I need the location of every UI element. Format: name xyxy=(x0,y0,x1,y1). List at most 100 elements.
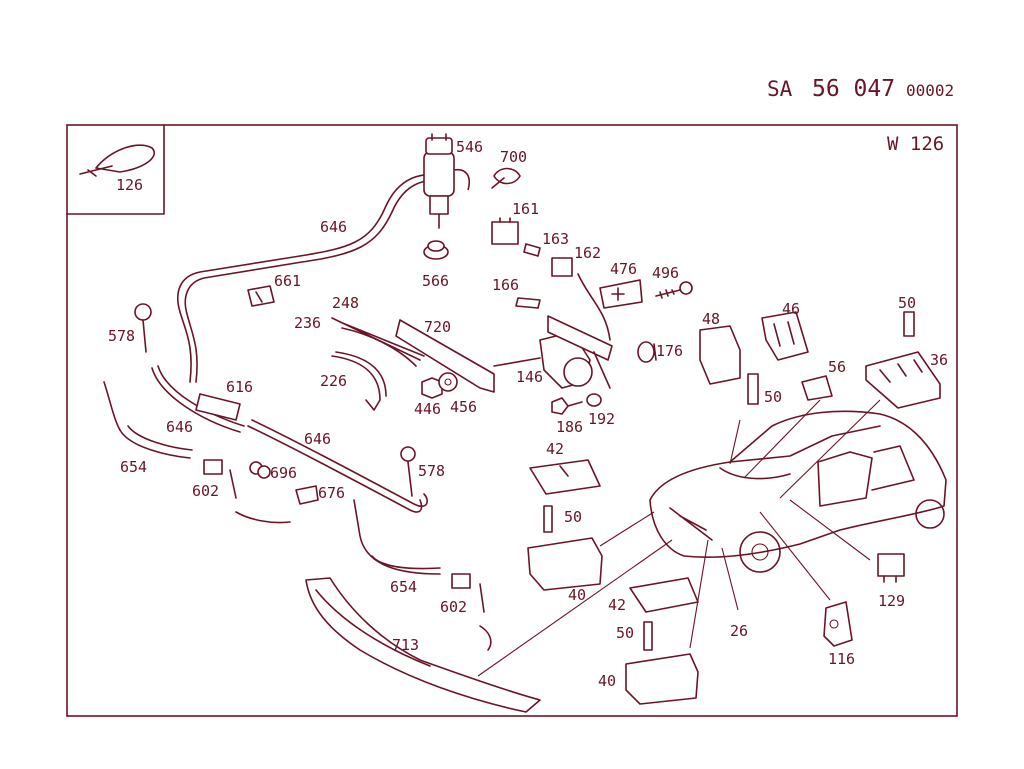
socket-162 xyxy=(551,257,611,341)
part-label-p162: 162 xyxy=(574,244,601,262)
header-prefix: SA xyxy=(767,77,793,101)
part-label-p192: 192 xyxy=(588,410,615,428)
part-label-p646b: 646 xyxy=(166,418,193,436)
clip-166 xyxy=(515,297,541,309)
hose-646 xyxy=(151,173,453,513)
part-label-p616: 616 xyxy=(226,378,253,396)
bracket-46 xyxy=(761,311,809,361)
clip-700 xyxy=(491,167,521,189)
sheet-header: SA 56 047 00002 xyxy=(767,76,954,102)
part-label-p50b: 50 xyxy=(764,388,782,406)
connector-661 xyxy=(247,285,275,307)
part-label-p46: 46 xyxy=(782,300,800,318)
bulb-163 xyxy=(523,243,541,257)
part-label-p116: 116 xyxy=(828,650,855,668)
part-label-p476: 476 xyxy=(610,260,637,278)
wiper-motor-146 xyxy=(493,315,613,389)
pump-546 xyxy=(423,133,470,229)
header-sheet: 00002 xyxy=(906,81,954,100)
tank-40-upper xyxy=(527,537,603,591)
part-label-p42a: 42 xyxy=(546,440,564,458)
screw-496 xyxy=(655,281,693,299)
hose-654-right xyxy=(353,499,441,575)
duct-713 xyxy=(305,577,541,713)
part-label-p661: 661 xyxy=(274,272,301,290)
bolt-186 xyxy=(551,397,583,415)
part-label-p602a: 602 xyxy=(192,482,219,500)
part-label-p248: 248 xyxy=(332,294,359,312)
part-label-p720: 720 xyxy=(424,318,451,336)
connector-602-right xyxy=(451,573,492,651)
header-number: 56 047 xyxy=(812,76,895,102)
switch-50-lower xyxy=(543,505,553,533)
grommet-566 xyxy=(423,240,449,260)
part-label-p578b: 578 xyxy=(418,462,445,480)
part-label-p176: 176 xyxy=(656,342,683,360)
relay-129 xyxy=(877,553,905,583)
part-label-p696: 696 xyxy=(270,464,297,482)
part-label-p50a: 50 xyxy=(898,294,916,312)
bracket-42-lower xyxy=(629,577,699,613)
part-label-p566: 566 xyxy=(422,272,449,290)
part-label-p456: 456 xyxy=(450,398,477,416)
nozzle-578-right xyxy=(400,446,416,497)
connector-56 xyxy=(801,375,833,401)
nut-446 xyxy=(421,377,443,399)
part-label-p161: 161 xyxy=(512,200,539,218)
part-label-p676: 676 xyxy=(318,484,345,502)
bracket-42-upper xyxy=(529,459,601,495)
part-label-p186: 186 xyxy=(556,418,583,436)
part-label-p602b: 602 xyxy=(440,598,467,616)
part-label-p700: 700 xyxy=(500,148,527,166)
part-label-p40b: 40 xyxy=(598,672,616,690)
washer-456 xyxy=(438,372,458,392)
switch-50-bottom xyxy=(643,621,653,651)
part-label-p26: 26 xyxy=(730,622,748,640)
inset-cable-tie: 126 xyxy=(66,124,165,215)
fuse-box-36 xyxy=(865,351,941,409)
part-label-p40a: 40 xyxy=(568,586,586,604)
switch-50-top xyxy=(903,311,915,337)
nozzle-578-left xyxy=(134,303,152,353)
car-outline xyxy=(649,410,947,573)
valve-616 xyxy=(195,393,241,421)
part-label-p163: 163 xyxy=(542,230,569,248)
part-label-p546: 546 xyxy=(456,138,483,156)
part-label-p646a: 646 xyxy=(320,218,347,236)
relay-48 xyxy=(699,325,741,385)
part-label-p713: 713 xyxy=(392,636,419,654)
hose-654-left xyxy=(103,381,193,459)
part-label-p50c: 50 xyxy=(564,508,582,526)
wiper-arms xyxy=(331,317,495,411)
leader-lines xyxy=(477,399,881,677)
part-label-p56: 56 xyxy=(828,358,846,376)
part-label-p146: 146 xyxy=(516,368,543,386)
part-label-p166: 166 xyxy=(492,276,519,294)
washer-192 xyxy=(586,393,602,407)
part-label-p578a: 578 xyxy=(108,327,135,345)
part-label-p129: 129 xyxy=(878,592,905,610)
connector-602-left xyxy=(203,459,291,524)
clip-696 xyxy=(249,461,271,479)
bracket-116 xyxy=(823,601,853,647)
part-label-p654b: 654 xyxy=(390,578,417,596)
connector-161 xyxy=(491,217,519,245)
part-label-p654a: 654 xyxy=(120,458,147,476)
diagram-frame xyxy=(66,124,958,717)
part-label-p42b: 42 xyxy=(608,596,626,614)
switch-50-mid xyxy=(747,373,759,405)
part-label-p48: 48 xyxy=(702,310,720,328)
bracket-476 xyxy=(599,279,643,309)
part-label-p446: 446 xyxy=(414,400,441,418)
part-label-p50d: 50 xyxy=(616,624,634,642)
part-label-p236: 236 xyxy=(294,314,321,332)
part-label-p496: 496 xyxy=(652,264,679,282)
part-label-p226: 226 xyxy=(320,372,347,390)
grommet-176 xyxy=(637,341,657,363)
tank-40-lower xyxy=(625,653,699,705)
inset-label: 126 xyxy=(116,176,143,194)
model-label: W 126 xyxy=(887,133,944,155)
part-label-p36: 36 xyxy=(930,351,948,369)
